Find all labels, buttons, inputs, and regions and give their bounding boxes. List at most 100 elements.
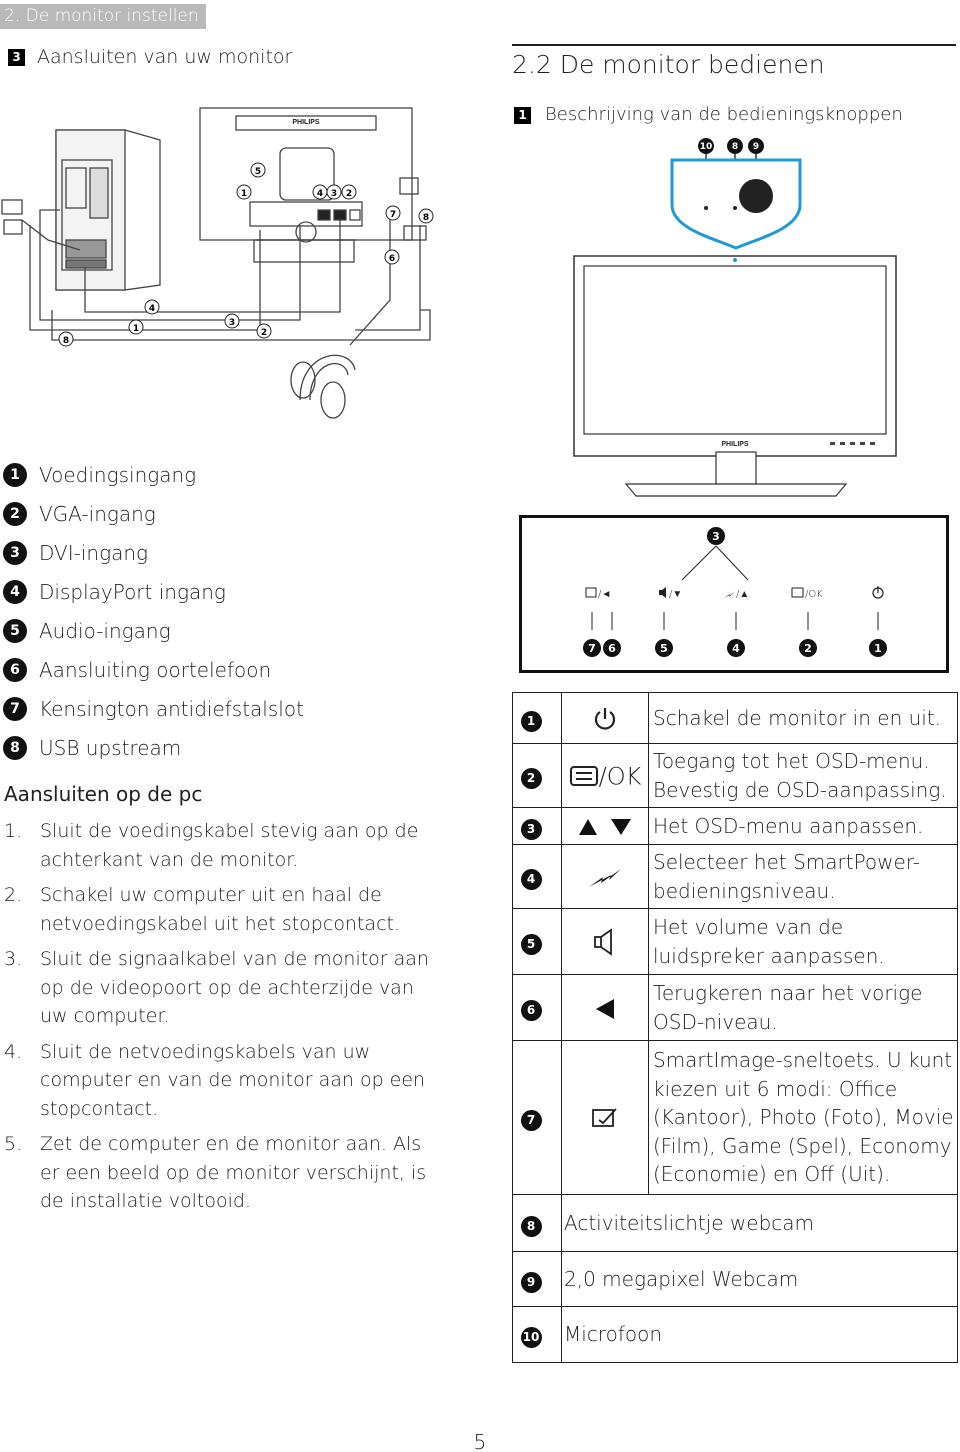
table-row: 3 Het OSD-menu aanpassen. — [512, 807, 958, 845]
key-label-ok: /OK — [805, 589, 823, 600]
callout-7: 7 — [390, 210, 396, 220]
smartpower-key-icon — [724, 591, 735, 598]
callout-9: 9 — [753, 142, 759, 152]
row-number: 8 — [520, 1215, 542, 1237]
legend-item: 3 DVI-ingang — [3, 533, 304, 572]
key-callout-2: 2 — [804, 642, 812, 655]
step-text: Sluit de voedingskabel stevig aan op de … — [40, 820, 419, 871]
callout-2b: 2 — [261, 328, 267, 338]
callout-8b: 8 — [63, 336, 69, 346]
row-number: 5 — [520, 934, 542, 955]
step-text: Sluit de netvoedingskabels van uw comput… — [40, 1040, 426, 1120]
volume-key-icon — [659, 587, 666, 598]
legend-number: 5 — [3, 618, 27, 643]
callout-3: 3 — [331, 189, 337, 199]
legend-number: 4 — [3, 579, 27, 604]
pc-connect-steps: 1.Sluit de voedingskabel stevig aan op d… — [4, 817, 434, 1223]
legend-item: 8 USB upstream — [3, 728, 304, 767]
left-section-heading: 3 Aansluiten van uw monitor — [8, 46, 292, 68]
page-number: 5 — [473, 1430, 487, 1452]
row-number: 2 — [520, 768, 542, 789]
smartimage-icon — [592, 1108, 617, 1127]
menu-key-icon — [791, 587, 804, 598]
callout-4b: 4 — [149, 304, 155, 314]
legend-item: 2 VGA-ingang — [3, 494, 304, 533]
row-number: 6 — [520, 1000, 542, 1021]
monitor-front-diagram: 10 8 9 PHILIPS — [573, 138, 897, 497]
control-keys-panel: 3 /◄ /▼ /▲ /OK 7 6 5 — [519, 515, 949, 673]
row-number: 7 — [520, 1110, 542, 1131]
key-callout-1: 1 — [874, 642, 882, 655]
chapter-tab: 2. De monitor instellen — [0, 4, 206, 29]
section-title: Aansluiten van uw monitor — [37, 46, 293, 68]
step-number: 4. — [4, 1040, 23, 1063]
row-description: Het volume van de luidspreker aanpassen. — [648, 908, 958, 975]
table-row: 5 Het volume van de luidspreker aanpasse… — [512, 908, 958, 975]
controls-table: 1 Schakel de monitor in en uit. 2 /OK To… — [512, 692, 958, 1363]
table-row: 1 Schakel de monitor in en uit. — [512, 692, 958, 744]
callout-3b: 3 — [229, 318, 235, 328]
legend-label: DVI-ingang — [39, 540, 149, 565]
step-text: Schakel uw computer uit en haal de netvo… — [40, 884, 401, 935]
front-brand-label: PHILIPS — [721, 441, 749, 448]
section-number: 3 — [8, 49, 25, 66]
legend-item: 1 Voedingsingang — [3, 455, 304, 494]
back-arrow-icon — [596, 998, 614, 1019]
section-rule — [512, 44, 956, 46]
row-description: Schakel de monitor in en uit. — [648, 692, 958, 744]
row-description: Microfoon — [561, 1306, 958, 1363]
legend-label: VGA-ingang — [39, 501, 156, 526]
key-callout-5: 5 — [660, 642, 668, 655]
page-title: 2.2 De monitor bedienen — [512, 50, 825, 79]
callout-1: 1 — [241, 189, 247, 199]
table-row: 8 Activiteitslichtje webcam — [512, 1194, 958, 1252]
table-row: 4 Selecteer het SmartPower-bedieningsniv… — [512, 844, 958, 909]
connection-diagram: PHILIPS 5 1 4 3 2 7 8 6 4 1 3 2 8 — [1, 107, 434, 419]
panel-callout-3: 3 — [712, 530, 720, 543]
menu-ok-label: /OK — [598, 761, 642, 790]
row-description: Activiteitslichtje webcam — [561, 1194, 958, 1252]
row-number: 1 — [520, 710, 542, 732]
row-description: Toegang tot het OSD-menu. Bevestig de OS… — [648, 743, 958, 808]
subsection-number: 1 — [514, 106, 531, 124]
callout-2: 2 — [346, 189, 352, 199]
legend-number: 2 — [3, 501, 27, 526]
row-number: 3 — [520, 818, 542, 840]
callout-10: 10 — [700, 142, 713, 152]
legend-label: Voedingsingang — [39, 462, 197, 487]
legend-label: Audio-ingang — [39, 618, 171, 643]
key-callout-4: 4 — [732, 642, 740, 655]
callout-5: 5 — [255, 167, 261, 177]
legend-number: 3 — [3, 540, 27, 565]
step-number: 5. — [4, 1133, 23, 1155]
row-number: 9 — [520, 1271, 542, 1293]
step-number: 3. — [4, 948, 23, 970]
legend-item: 5 Audio-ingang — [3, 611, 304, 650]
row-description: 2,0 megapixel Webcam — [561, 1251, 958, 1307]
row-number: 4 — [520, 869, 542, 890]
legend-number: 8 — [3, 735, 27, 760]
callout-4: 4 — [317, 189, 323, 199]
subsection-heading: 1 Beschrijving van de bedieningsknoppen — [514, 104, 903, 125]
key-callout-6: 6 — [608, 642, 616, 655]
key-callout-7: 7 — [588, 642, 596, 655]
keys-illustration: 3 /◄ /▼ /▲ /OK 7 6 5 — [583, 527, 887, 657]
subsection-title: Beschrijving van de bedieningsknoppen — [545, 104, 903, 125]
row-description: Selecteer het SmartPower-bedieningsnivea… — [648, 844, 958, 909]
row-number: 10 — [520, 1327, 542, 1348]
step-item: 2. Schakel uw computer uit en haal de net… — [4, 881, 434, 938]
speaker-icon — [594, 928, 612, 956]
legend-label: USB upstream — [39, 735, 182, 760]
key-label-down: /▼ — [669, 589, 682, 600]
legend-number: 1 — [3, 462, 27, 487]
row-description: Terugkeren naar het vorige OSD-niveau. — [648, 974, 958, 1041]
key-label-up: /▲ — [736, 589, 749, 600]
callout-8-top: 8 — [732, 142, 738, 152]
row-description: Het OSD-menu aanpassen. — [648, 807, 958, 845]
menu-ok-icon — [569, 766, 598, 787]
row-description: SmartImage-sneltoets. U kunt kiezen uit … — [648, 1040, 958, 1195]
step-number: 2. — [4, 884, 23, 906]
